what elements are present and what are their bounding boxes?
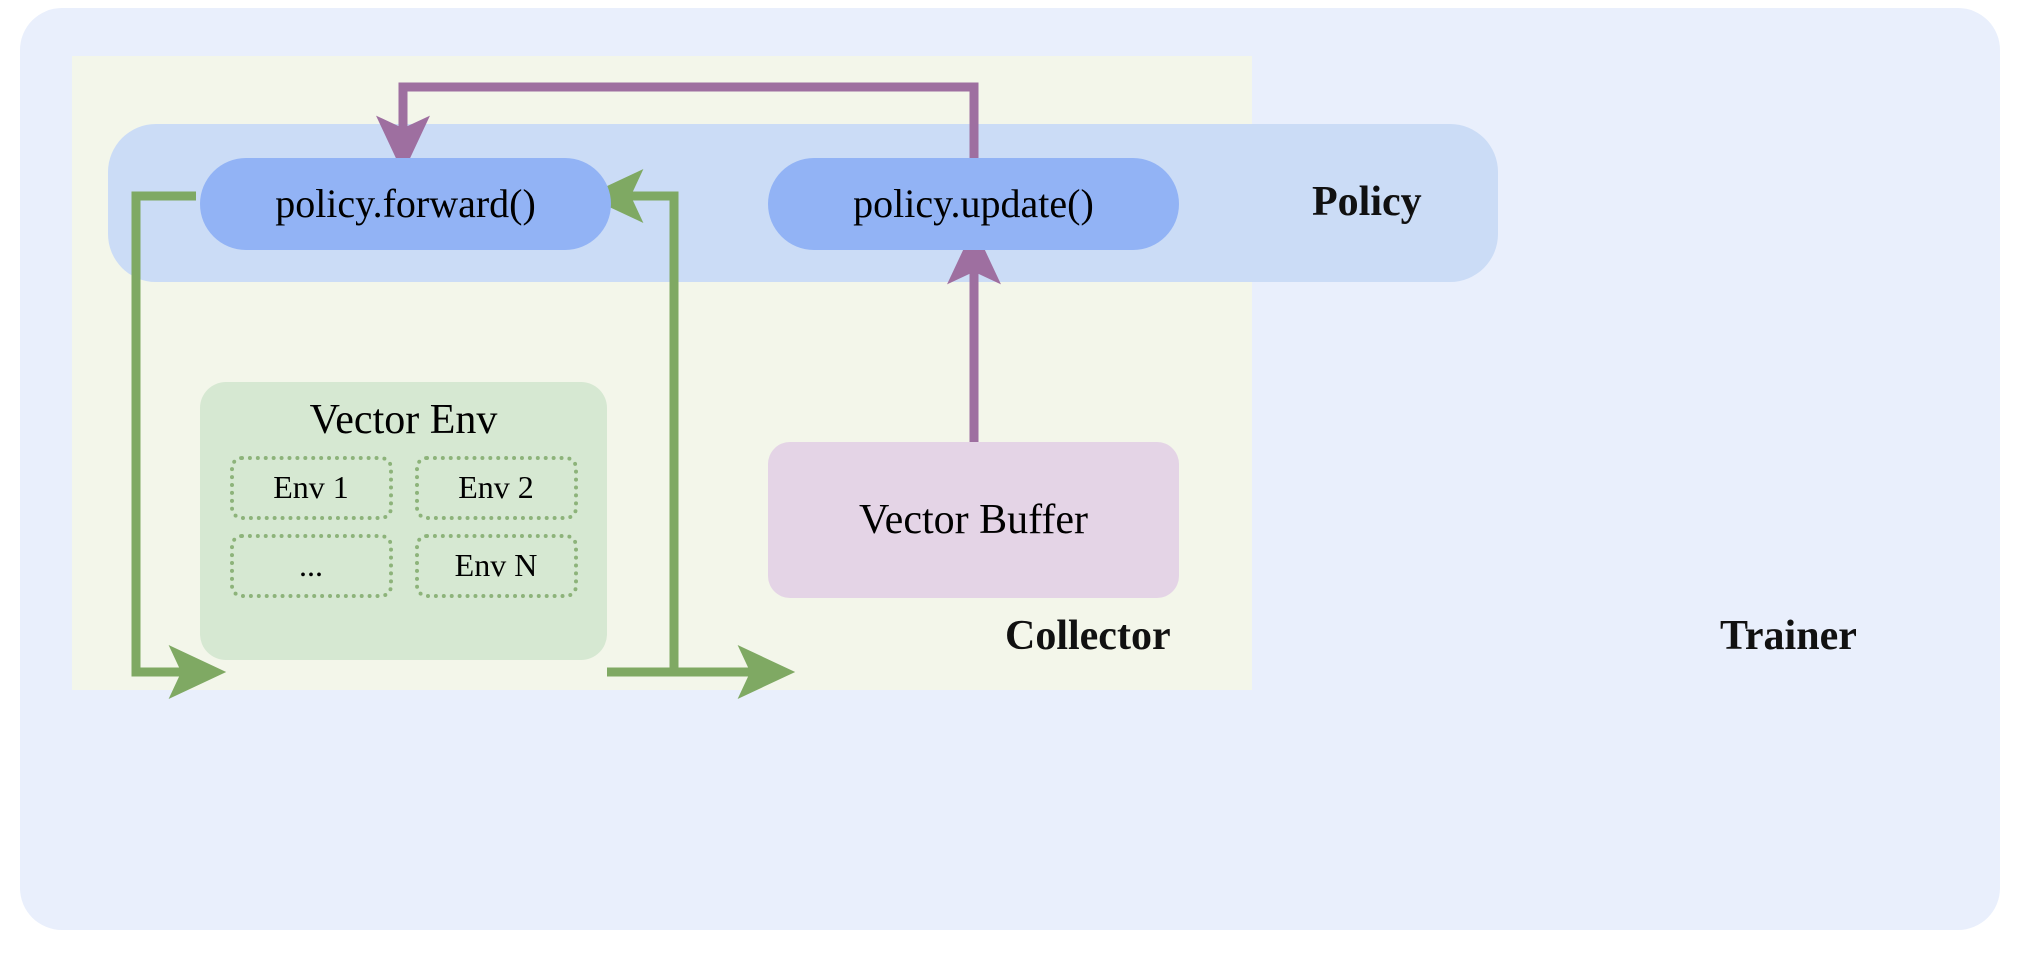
vector-env-title: Vector Env (309, 397, 498, 443)
env-cell[interactable]: Env 1 (229, 456, 393, 521)
node-policy-update[interactable]: policy.update() (768, 158, 1179, 250)
env-cell-label: Env N (454, 547, 538, 584)
trainer-frame-label: Trainer (1720, 613, 1857, 659)
vector-env-grid: Env 1 Env 2 ... Env N (229, 456, 578, 599)
policy-frame-label: Policy (1312, 179, 1422, 225)
env-cell-label: Env 2 (458, 469, 534, 506)
node-policy-update-label: policy.update() (853, 181, 1094, 226)
node-policy-forward-label: policy.forward() (275, 181, 536, 226)
node-vector-buffer-label: Vector Buffer (859, 496, 1088, 543)
node-vector-buffer[interactable]: Vector Buffer (768, 442, 1179, 598)
env-cell[interactable]: Env 2 (414, 456, 578, 521)
node-policy-forward[interactable]: policy.forward() (200, 158, 611, 250)
env-cell-label: Env 1 (273, 469, 349, 506)
env-cell[interactable]: Env N (414, 534, 578, 599)
env-cell[interactable]: ... (229, 534, 393, 599)
env-cell-label: ... (299, 547, 323, 584)
collector-frame-label: Collector (1005, 613, 1171, 659)
node-vector-env[interactable]: Vector Env Env 1 Env 2 ... Env N (200, 382, 607, 660)
